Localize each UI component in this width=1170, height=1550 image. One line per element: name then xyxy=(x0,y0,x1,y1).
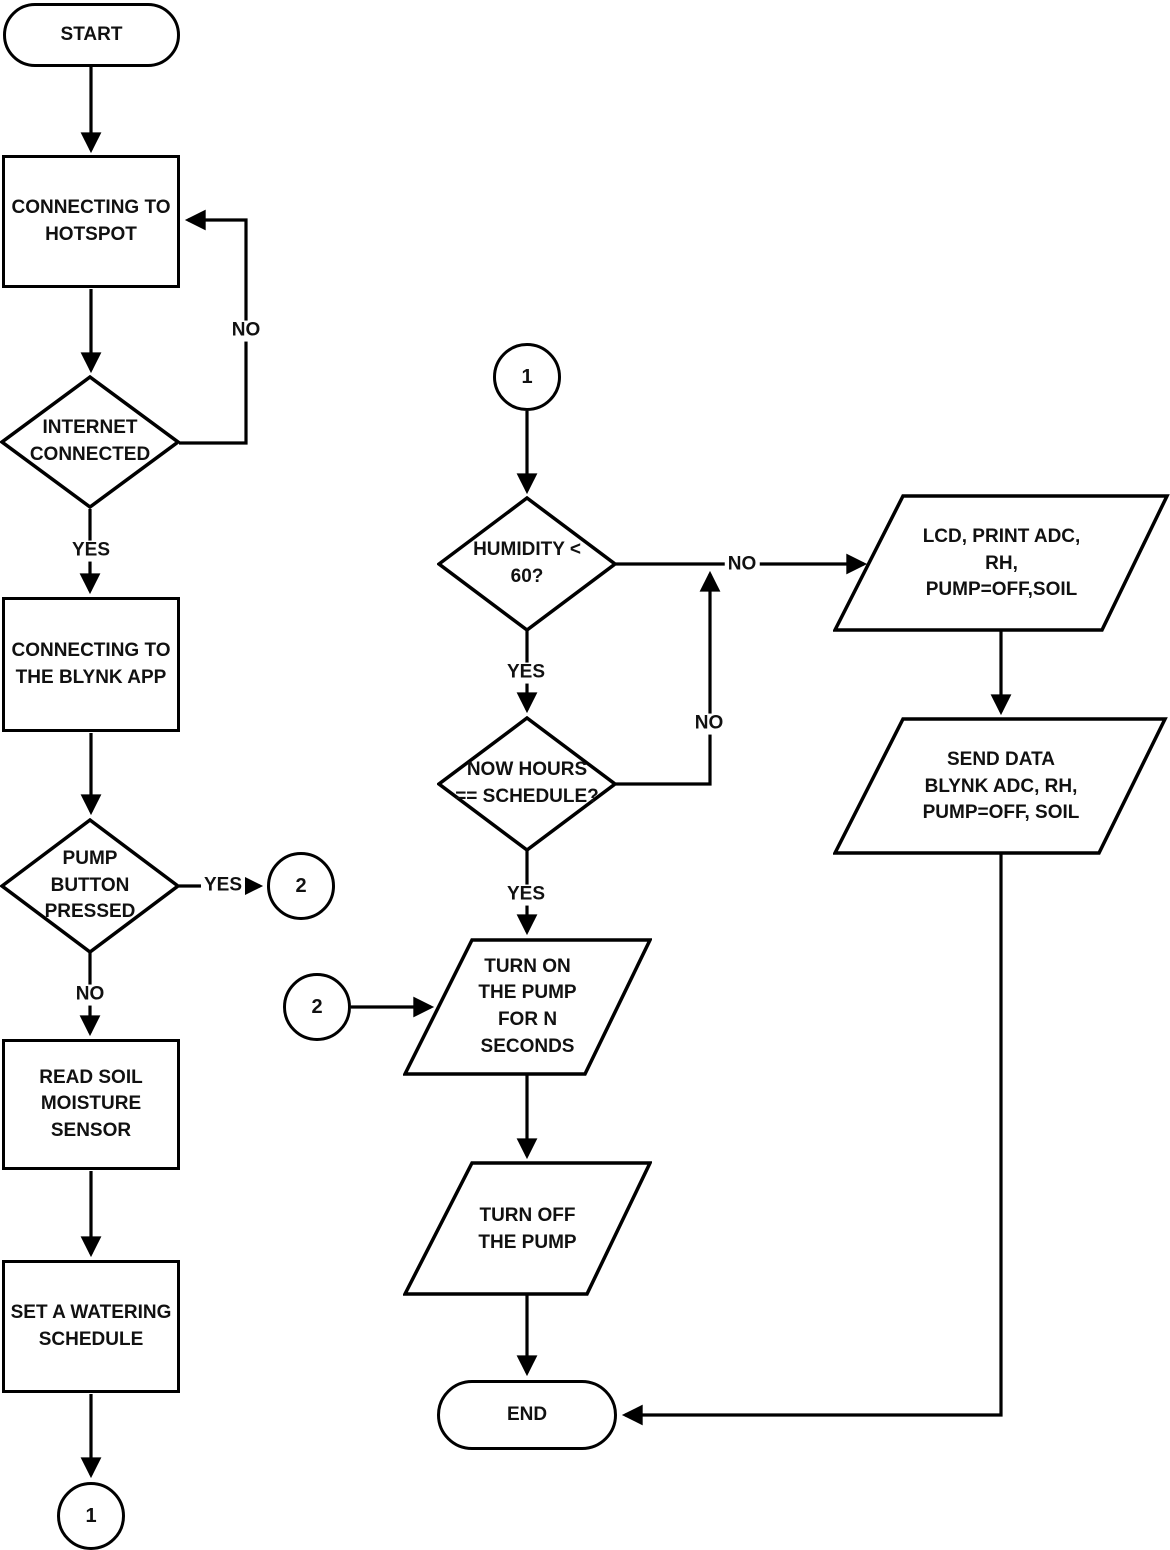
connector-now-hours-no-up xyxy=(616,570,721,786)
offpage-connector-1-top: 1 xyxy=(493,343,561,411)
edge-label-internet-yes: YES xyxy=(68,540,114,562)
edge-label-now-hours-no: NO xyxy=(691,713,727,735)
io-label: LCD, PRINT ADC, RH, PUMP=OFF,SOIL xyxy=(922,526,1081,601)
io-lcd-print: LCD, PRINT ADC, RH, PUMP=OFF,SOIL xyxy=(833,494,1170,634)
diamond-shape xyxy=(0,375,180,509)
connector-send-data-to-end xyxy=(621,852,1003,1426)
process-connecting-to-hotspot: CONNECTING TO HOTSPOT xyxy=(2,155,180,288)
decision-internet-connected: INTERNET CONNECTED xyxy=(0,375,180,509)
io-turn-on-pump: TURN ON THE PUMP FOR N SECONDS xyxy=(403,938,652,1076)
parallelogram-shape xyxy=(833,494,1170,632)
edge-label-humidity-yes: YES xyxy=(503,662,549,684)
process-connecting-to-blynk: CONNECTING TO THE BLYNK APP xyxy=(2,597,180,732)
edge-label-now-hours-yes: YES xyxy=(503,884,549,906)
edge-label-pump-no: NO xyxy=(72,984,108,1006)
diamond-shape xyxy=(0,818,180,954)
decision-humidity-below-60: HUMIDITY < 60? xyxy=(437,496,617,632)
parallelogram-shape xyxy=(833,717,1168,855)
process-read-soil-moisture: READ SOIL MOISTURE SENSOR xyxy=(2,1039,180,1170)
node-start: START xyxy=(3,3,180,67)
process-set-watering-schedule: SET A WATERING SCHEDULE xyxy=(2,1260,180,1393)
edge-label-humidity-no: NO xyxy=(724,554,760,576)
io-label: TURN ON THE PUMP FOR N SECONDS xyxy=(478,955,577,1057)
parallelogram-shape xyxy=(403,1161,652,1296)
decision-now-hours-schedule: NOW HOURS == SCHEDULE? xyxy=(437,716,617,852)
diamond-shape xyxy=(437,496,617,632)
decision-label: INTERNET CONNECTED xyxy=(29,417,151,465)
offpage-connector-2-right: 2 xyxy=(267,852,335,920)
offpage-connector-2-mid: 2 xyxy=(283,973,351,1041)
offpage-connector-1-bottom: 1 xyxy=(57,1482,125,1550)
decision-label: NOW HOURS == SCHEDULE? xyxy=(455,759,599,807)
io-label: TURN OFF THE PUMP xyxy=(478,1204,577,1253)
edge-label-internet-no: NO xyxy=(228,320,264,342)
parallelogram-shape xyxy=(403,938,652,1076)
node-end: END xyxy=(437,1380,617,1450)
decision-pump-button-pressed: PUMP BUTTON PRESSED xyxy=(0,818,180,954)
edge-label-pump-yes: YES xyxy=(200,875,246,897)
io-send-data-blynk: SEND DATA BLYNK ADC, RH, PUMP=OFF, SOIL xyxy=(833,717,1169,857)
decision-label: HUMIDITY < 60? xyxy=(473,539,581,587)
diamond-shape xyxy=(437,716,617,852)
io-turn-off-pump: TURN OFF THE PUMP xyxy=(403,1161,652,1298)
io-label: SEND DATA BLYNK ADC, RH, PUMP=OFF, SOIL xyxy=(922,749,1080,824)
decision-label: PUMP BUTTON PRESSED xyxy=(44,848,136,923)
